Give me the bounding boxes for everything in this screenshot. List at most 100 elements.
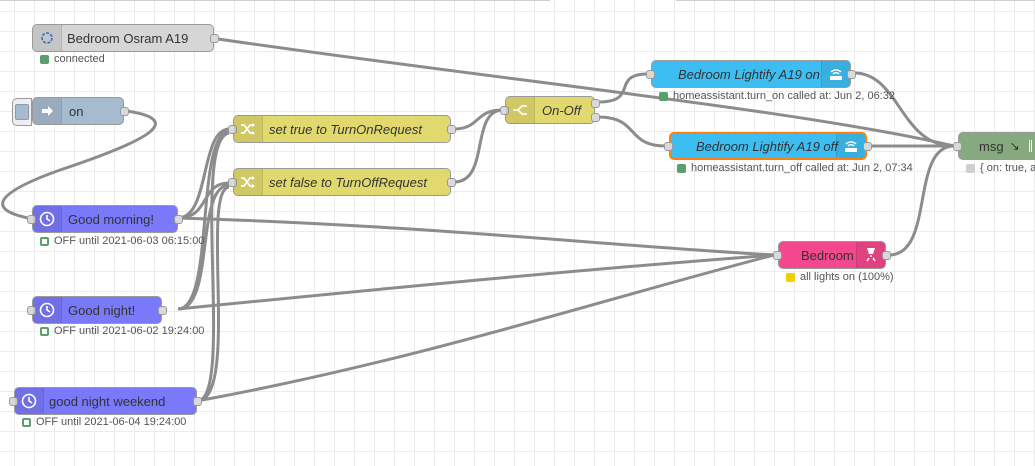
output-port[interactable]	[447, 125, 456, 134]
wire[interactable]	[196, 185, 230, 403]
arrow-right-icon	[33, 98, 62, 124]
status-text: homeassistant.turn_off called at: Jun 2,…	[691, 162, 913, 174]
set-true-change-node[interactable]: set true to TurnOnRequest	[228, 115, 456, 143]
canvas-top-border	[0, 0, 550, 1]
input-port[interactable]	[228, 178, 237, 187]
output-port[interactable]	[863, 142, 872, 151]
on-off-label: On-Off	[542, 102, 582, 118]
status-dot	[40, 326, 49, 336]
clock-icon	[33, 206, 62, 232]
lightify-off-service-node[interactable]: Bedroom Lightify A19 off	[664, 132, 872, 160]
status-text: OFF until 2021-06-04 19:24:00	[36, 416, 187, 428]
wire[interactable]	[453, 108, 503, 131]
wire[interactable]	[196, 131, 230, 403]
status-dot	[659, 91, 668, 101]
lamp-icon	[856, 242, 885, 268]
wire[interactable]	[1, 109, 157, 220]
router-icon	[821, 61, 850, 87]
status-text: OFF until 2021-06-03 06:15:00	[54, 235, 205, 247]
input-port[interactable]	[664, 142, 673, 151]
good-night-weekend-status: OFF until 2021-06-04 19:24:00	[22, 416, 186, 428]
status-dot	[677, 163, 686, 173]
status-dot	[966, 163, 975, 173]
osram-state-node[interactable]: Bedroom Osram A19	[32, 24, 219, 52]
status-dot	[22, 417, 31, 427]
wire[interactable]	[597, 72, 649, 104]
shuffle-icon	[234, 116, 263, 142]
wire[interactable]	[853, 71, 955, 148]
status-dot	[40, 236, 49, 246]
good-morning-label: Good morning!	[68, 211, 154, 227]
good-night-weekend-timer-node[interactable]: good night weekend	[9, 387, 202, 415]
input-port[interactable]	[500, 106, 509, 115]
inject-on-node[interactable]: on	[12, 97, 129, 126]
lightify-on-service-node[interactable]: Bedroom Lightify A19 on	[646, 60, 856, 88]
arrow-down-right-icon: ↘	[1009, 139, 1020, 153]
status-text: OFF until 2021-06-02 19:24:00	[54, 325, 205, 337]
status-text: { on: true, a	[980, 162, 1035, 174]
msg-status: { on: true, a	[966, 162, 1035, 174]
msg-label: msg ↘	[979, 133, 1020, 159]
set-false-change-node[interactable]: set false to TurnOffRequest	[228, 168, 456, 196]
on-off-switch-node[interactable]: On-Off	[500, 96, 600, 124]
status-dot	[786, 272, 795, 282]
set-true-label: set true to TurnOnRequest	[269, 121, 422, 137]
debug-list-icon	[1029, 140, 1035, 152]
wire[interactable]	[177, 127, 230, 220]
wire[interactable]	[196, 253, 775, 403]
circle-dotted-icon	[33, 25, 62, 51]
input-port[interactable]	[646, 70, 655, 79]
input-port[interactable]	[228, 125, 237, 134]
output-port[interactable]	[882, 251, 891, 260]
msg-label-text: msg	[979, 138, 1004, 154]
output-port-1[interactable]	[591, 99, 600, 108]
clock-icon	[33, 297, 62, 323]
osram-status: connected	[40, 53, 105, 65]
input-port[interactable]	[773, 251, 782, 260]
lightify-on-status: homeassistant.turn_on called at: Jun 2, …	[659, 90, 895, 102]
lightify-off-label: Bedroom Lightify A19 off	[696, 138, 838, 154]
bedroom-label: Bedroom	[801, 247, 854, 263]
wire[interactable]	[177, 253, 775, 311]
good-night-status: OFF until 2021-06-02 19:24:00	[40, 325, 204, 337]
router-icon	[836, 134, 865, 158]
shuffle-icon	[234, 169, 263, 195]
wire[interactable]	[177, 181, 230, 220]
wire[interactable]	[597, 115, 667, 148]
switch-icon	[506, 97, 535, 123]
output-port[interactable]	[120, 107, 129, 116]
good-morning-timer-node[interactable]: Good morning!	[27, 205, 183, 233]
wire[interactable]	[453, 108, 503, 184]
output-port[interactable]	[210, 34, 219, 43]
output-port[interactable]	[447, 178, 456, 187]
output-port[interactable]	[847, 70, 856, 79]
input-port[interactable]	[9, 397, 18, 406]
canvas-top-border	[676, 0, 1035, 1]
inject-button[interactable]	[12, 98, 32, 126]
output-port[interactable]	[158, 306, 167, 315]
clock-icon	[15, 388, 44, 414]
good-night-timer-node[interactable]: Good night!	[27, 296, 167, 324]
msg-debug-node[interactable]: msg ↘	[953, 132, 1035, 160]
osram-node-label: Bedroom Osram A19	[67, 30, 189, 46]
inject-node-label: on	[69, 103, 84, 119]
status-dot	[40, 54, 49, 64]
bedroom-status: all lights on (100%)	[786, 271, 894, 283]
output-port[interactable]	[193, 397, 202, 406]
wire[interactable]	[177, 216, 775, 257]
output-port[interactable]	[174, 215, 183, 224]
bedroom-lights-node[interactable]: Bedroom	[773, 241, 891, 269]
wire[interactable]	[177, 129, 230, 311]
lightify-on-label: Bedroom Lightify A19 on	[678, 66, 820, 82]
input-port[interactable]	[953, 142, 962, 151]
good-night-weekend-label: good night weekend	[49, 393, 166, 409]
good-night-label: Good night!	[68, 302, 136, 318]
status-text: connected	[54, 53, 105, 65]
status-text: all lights on (100%)	[800, 271, 894, 283]
set-false-label: set false to TurnOffRequest	[269, 174, 427, 190]
input-port[interactable]	[27, 215, 36, 224]
wire[interactable]	[177, 183, 230, 311]
good-morning-status: OFF until 2021-06-03 06:15:00	[40, 235, 204, 247]
output-port-2[interactable]	[591, 113, 600, 122]
input-port[interactable]	[27, 306, 36, 315]
